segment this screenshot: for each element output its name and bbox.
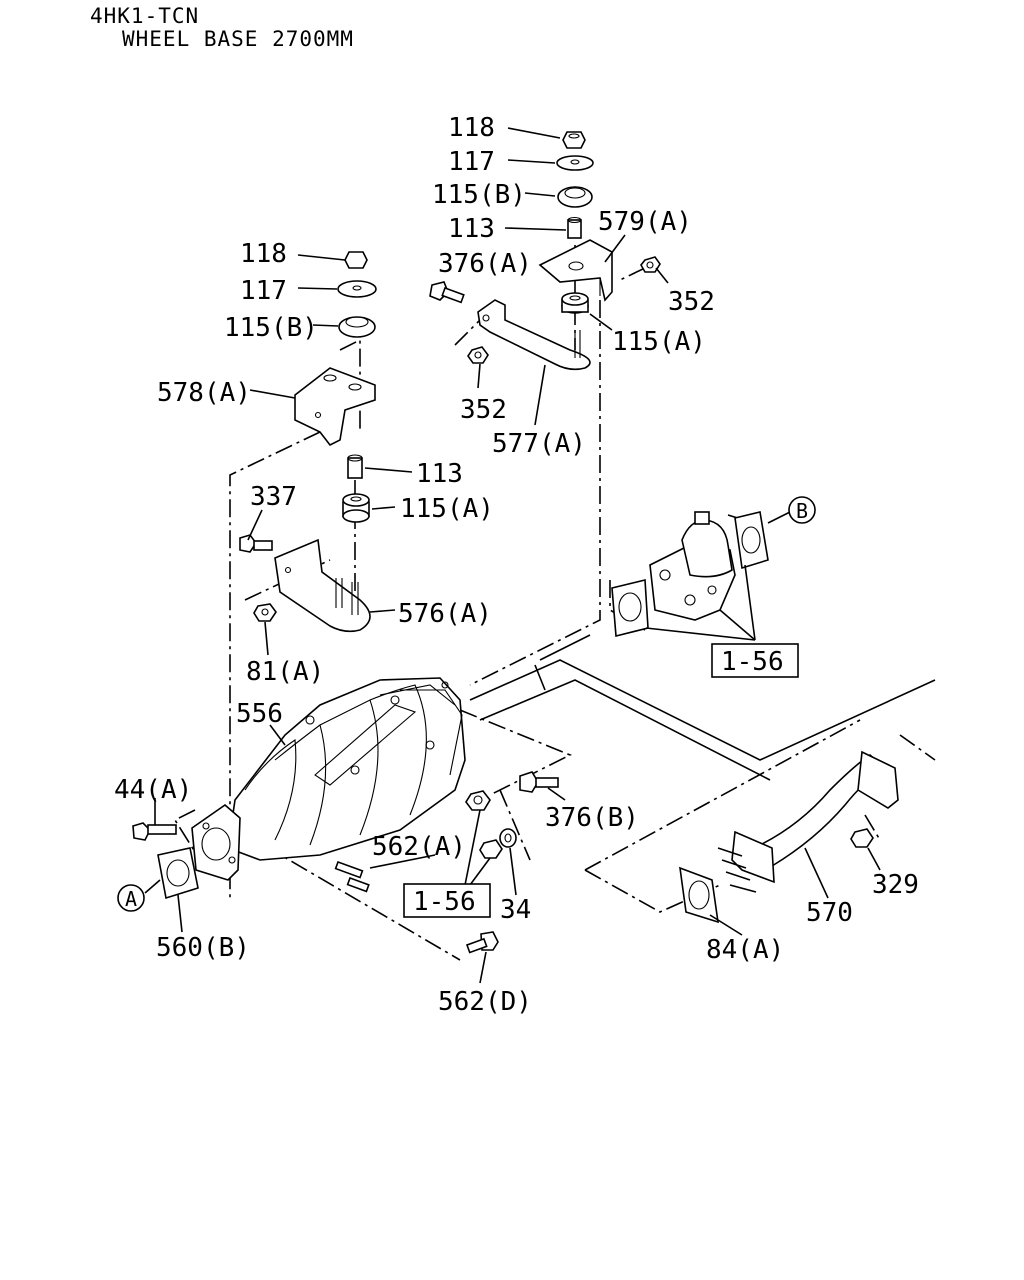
- circle-marker-a: A: [117, 884, 145, 912]
- circle-a-label: A: [125, 887, 137, 911]
- nut-329: [850, 828, 874, 848]
- label-113-top: 113: [448, 214, 495, 244]
- label-579a: 579(A): [598, 207, 692, 237]
- label-84a: 84(A): [706, 935, 784, 965]
- label-578a: 578(A): [157, 378, 251, 408]
- label-117-left: 117: [240, 276, 287, 306]
- converter-556: [191, 677, 466, 881]
- bracket-576a: [274, 538, 371, 633]
- reference-box-1-56-left: 1-56: [403, 883, 491, 918]
- bushing-115b-top: [557, 186, 593, 208]
- bracket-578a: [294, 367, 376, 447]
- nut-352-right: [640, 256, 661, 273]
- bolt-337: [239, 534, 273, 553]
- right-mount-assembly: [429, 131, 661, 371]
- label-337: 337: [250, 482, 297, 512]
- bushing-115a-right: [561, 292, 589, 314]
- ref-1-56-left: 1-56: [413, 887, 476, 917]
- label-376b: 376(B): [545, 803, 639, 833]
- circle-marker-b: B: [788, 496, 816, 524]
- callout-labels: 118 117 115(B) 113 579(A) 376(A) 352 115…: [114, 113, 919, 1017]
- leader-lines: [144, 127, 881, 984]
- bracket-579a: [538, 239, 613, 302]
- gasket-84a: [679, 866, 719, 924]
- gasket-right-upper: [734, 511, 769, 570]
- nut-1-56-upper: [465, 790, 491, 811]
- nut-352-mid: [467, 346, 489, 364]
- turbo-elbow: [649, 511, 736, 621]
- pipe-570: [717, 750, 899, 893]
- nut-118-left: [344, 251, 368, 269]
- reference-box-1-56-right: 1-56: [711, 643, 799, 678]
- label-577a: 577(A): [492, 429, 586, 459]
- bolt-44a: [132, 822, 177, 841]
- nut-1-56-lower: [479, 839, 503, 859]
- gasket-560b: [157, 847, 199, 900]
- label-113-mid: 113: [416, 459, 463, 489]
- label-576a: 576(A): [398, 599, 492, 629]
- bushing-115a-mid: [342, 493, 370, 523]
- wheel-base: WHEEL BASE 2700MM: [122, 27, 354, 51]
- bolt-562d: [465, 931, 499, 954]
- label-44a: 44(A): [114, 775, 192, 805]
- circle-b-label: B: [796, 499, 808, 523]
- label-115b-left: 115(B): [224, 313, 318, 343]
- label-560b: 560(B): [156, 933, 250, 963]
- left-mount-assembly: [239, 251, 377, 633]
- collar-113-top: [567, 216, 582, 239]
- washer-34: [499, 828, 517, 848]
- label-117-top: 117: [448, 147, 495, 177]
- label-115b-top: 115(B): [432, 180, 526, 210]
- label-556: 556: [236, 699, 283, 729]
- model-code: 4HK1-TCN: [90, 4, 200, 28]
- label-81a: 81(A): [246, 657, 324, 687]
- label-352-right: 352: [668, 287, 715, 317]
- bushing-115b-left: [338, 316, 376, 338]
- washer-117-top: [556, 155, 594, 171]
- label-115a-right: 115(A): [612, 327, 706, 357]
- bracket-577a: [477, 299, 591, 371]
- chassis-frame: [469, 634, 936, 781]
- label-118-left: 118: [240, 239, 287, 269]
- gasket-right-lower: [611, 578, 649, 638]
- bolt-376b: [519, 771, 559, 793]
- label-562a: 562(A): [372, 832, 466, 862]
- nut-81a: [253, 603, 277, 622]
- bolt-562a: [334, 860, 370, 893]
- nut-118-top: [562, 131, 586, 149]
- ref-1-56-right: 1-56: [721, 647, 784, 677]
- label-115a-mid: 115(A): [400, 494, 494, 524]
- label-352-mid: 352: [460, 395, 507, 425]
- label-570: 570: [806, 898, 853, 928]
- bolt-376a: [429, 281, 465, 304]
- washer-117-left: [337, 280, 377, 298]
- label-376a: 376(A): [438, 249, 532, 279]
- label-562d: 562(D): [438, 987, 532, 1017]
- label-34: 34: [500, 895, 531, 925]
- label-329: 329: [872, 870, 919, 900]
- collar-113-mid: [347, 454, 363, 479]
- label-118-top: 118: [448, 113, 495, 143]
